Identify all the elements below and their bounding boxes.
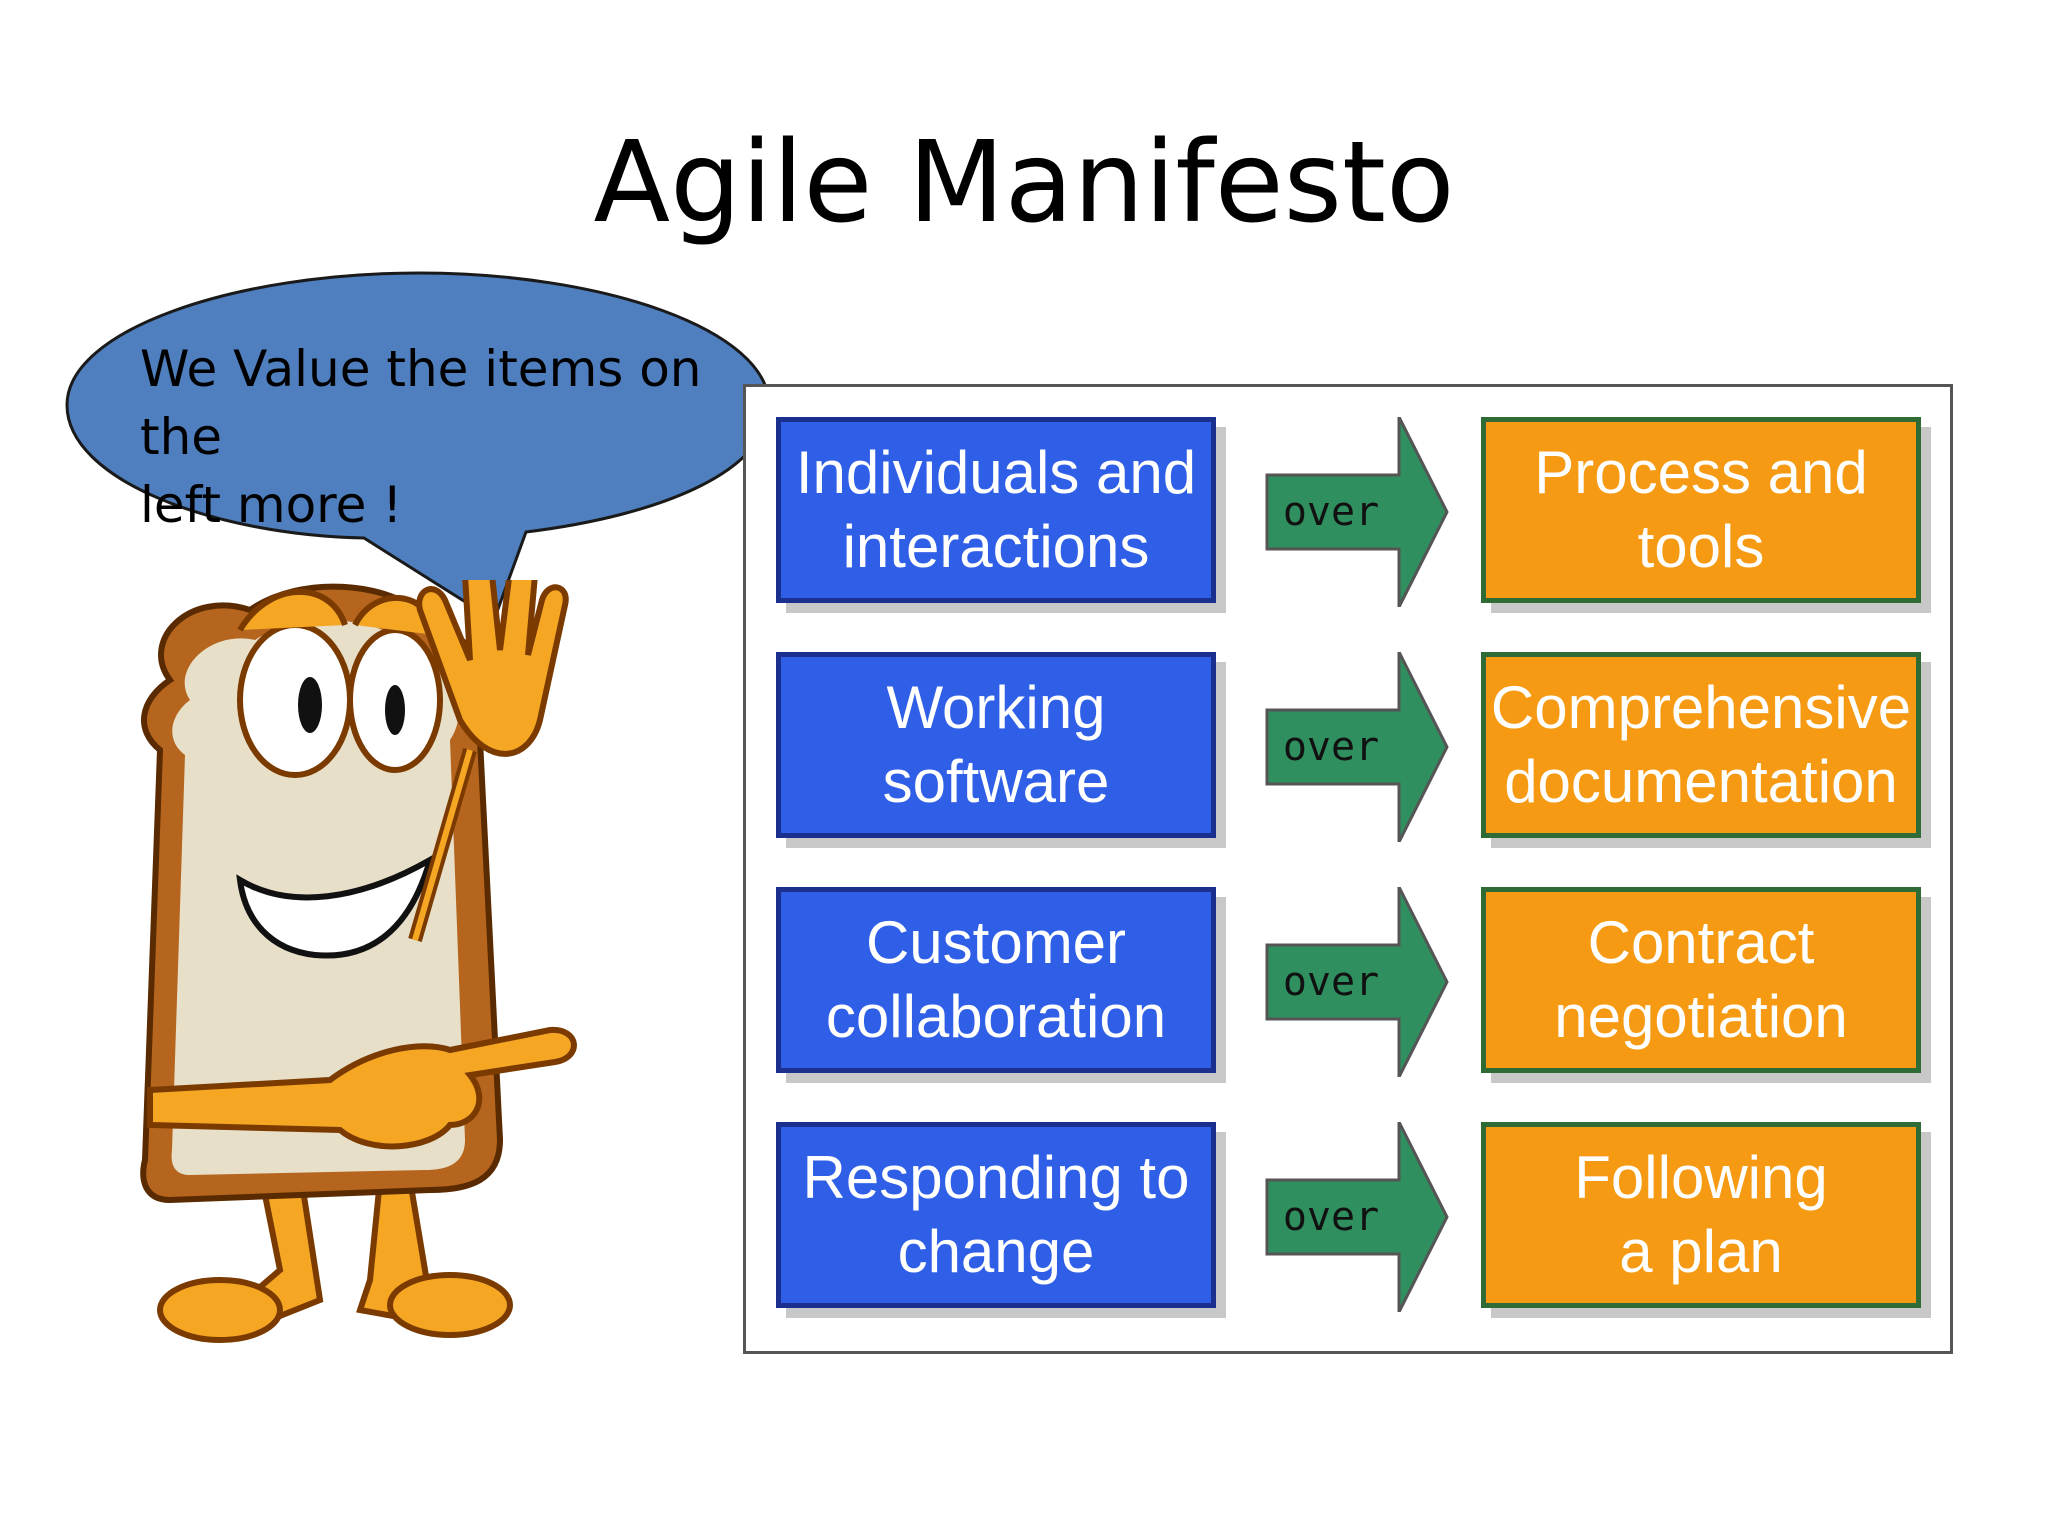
less-valued-item-box: Contract negotiation: [1481, 887, 1921, 1073]
over-arrow-icon: [1265, 652, 1449, 842]
toast-mascot-illustration: [140, 580, 577, 1343]
less-valued-item-box: Process and tools: [1481, 417, 1921, 603]
valued-item-box: Working software: [776, 652, 1216, 838]
over-label: over: [1282, 489, 1380, 535]
manifesto-diagram-frame: Individuals and interactions over Proces…: [743, 384, 1953, 1354]
manifesto-row-3: Customer collaboration over Contract neg…: [746, 887, 1956, 1077]
less-valued-item-box: Comprehensive documentation: [1481, 652, 1921, 838]
valued-item-box: Individuals and interactions: [776, 417, 1216, 603]
speech-bubble-line-1: We Value the items on the: [140, 340, 702, 466]
over-arrow-icon: [1265, 1122, 1449, 1312]
speech-bubble-line-2: left more !: [140, 476, 403, 534]
over-label: over: [1282, 724, 1380, 770]
valued-item-box: Customer collaboration: [776, 887, 1216, 1073]
less-valued-item-box: Following a plan: [1481, 1122, 1921, 1308]
manifesto-row-1: Individuals and interactions over Proces…: [746, 417, 1956, 607]
manifesto-row-4: Responding to change over Following a pl…: [746, 1122, 1956, 1312]
over-label: over: [1282, 1194, 1380, 1240]
speech-bubble: [65, 271, 771, 623]
valued-item-box: Responding to change: [776, 1122, 1216, 1308]
over-arrow-icon: [1265, 887, 1449, 1077]
slide-title: Agile Manifesto: [593, 118, 1455, 248]
over-arrow-icon: [1265, 417, 1449, 607]
speech-bubble-text: We Value the items on the left more !: [140, 335, 780, 539]
over-label: over: [1282, 959, 1380, 1005]
manifesto-row-2: Working software over Comprehensive docu…: [746, 652, 1956, 842]
